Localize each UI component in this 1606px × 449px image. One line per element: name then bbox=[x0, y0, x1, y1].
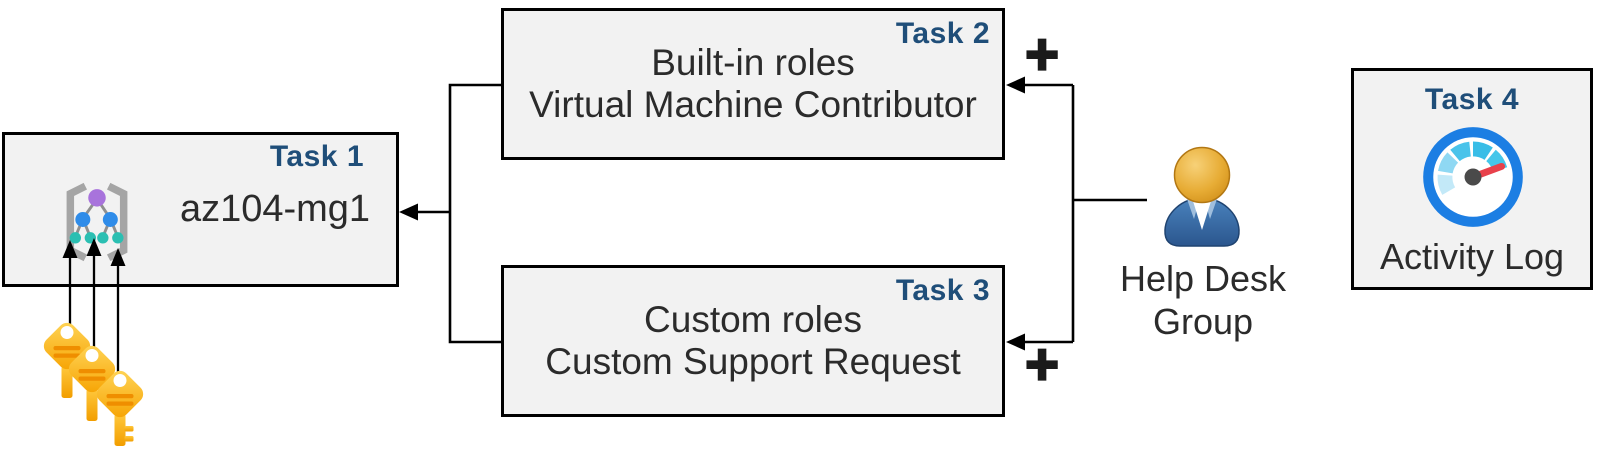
access-keys-icon bbox=[40, 319, 147, 446]
gauge-hub bbox=[1464, 168, 1482, 186]
task2-line2: Virtual Machine Contributor bbox=[529, 84, 977, 125]
task3-text: Custom roles Custom Support Request bbox=[504, 299, 1002, 383]
key-tooth bbox=[124, 426, 134, 432]
actor-line1: Help Desk bbox=[1119, 258, 1287, 299]
management-group-name: az104-mg1 bbox=[179, 188, 371, 230]
task1-label: Task 1 bbox=[269, 140, 364, 173]
task4-caption: Activity Log bbox=[1379, 236, 1565, 277]
task3-line2: Custom Support Request bbox=[545, 341, 961, 382]
task2-builtin-roles-box: Task 2 Built-in roles Virtual Machine Co… bbox=[501, 8, 1005, 160]
arrowhead-task1 bbox=[399, 203, 418, 221]
task4-label: Task 4 bbox=[1424, 83, 1520, 116]
task3-custom-roles-box: Task 3 Custom roles Custom Support Reque… bbox=[501, 265, 1005, 417]
activity-log-gauge-icon bbox=[1423, 127, 1523, 227]
leaf-node bbox=[69, 232, 81, 244]
leaf-node bbox=[97, 232, 109, 244]
child-node bbox=[102, 212, 118, 227]
management-group-icon bbox=[66, 182, 128, 262]
key-tooth bbox=[124, 436, 134, 442]
task3-line1: Custom roles bbox=[644, 299, 862, 340]
plus-icon: + bbox=[1024, 332, 1060, 397]
bracket-connector bbox=[448, 83, 502, 344]
actor-line2: Group bbox=[1152, 301, 1254, 342]
key-icon bbox=[93, 367, 147, 446]
user-person-icon bbox=[1164, 146, 1240, 247]
task4-activity-log-box: Task 4 Activity Log bbox=[1351, 68, 1593, 290]
left-bracket-shape bbox=[66, 182, 88, 262]
root-node bbox=[88, 189, 106, 207]
task1-management-group-box: Task 1 az104-mg1 bbox=[2, 132, 399, 287]
collar bbox=[1192, 198, 1212, 230]
task2-text: Built-in roles Virtual Machine Contribut… bbox=[504, 42, 1002, 126]
person-head bbox=[1173, 146, 1231, 204]
leaf-node bbox=[112, 232, 124, 244]
plus-icon: + bbox=[1024, 22, 1060, 87]
task3-label: Task 3 bbox=[895, 274, 990, 307]
child-node bbox=[75, 212, 91, 227]
task2-label: Task 2 bbox=[895, 17, 990, 50]
task2-line1: Built-in roles bbox=[651, 42, 855, 83]
leaf-node bbox=[84, 232, 96, 244]
actor-caption: Help Desk Group bbox=[1113, 257, 1293, 343]
